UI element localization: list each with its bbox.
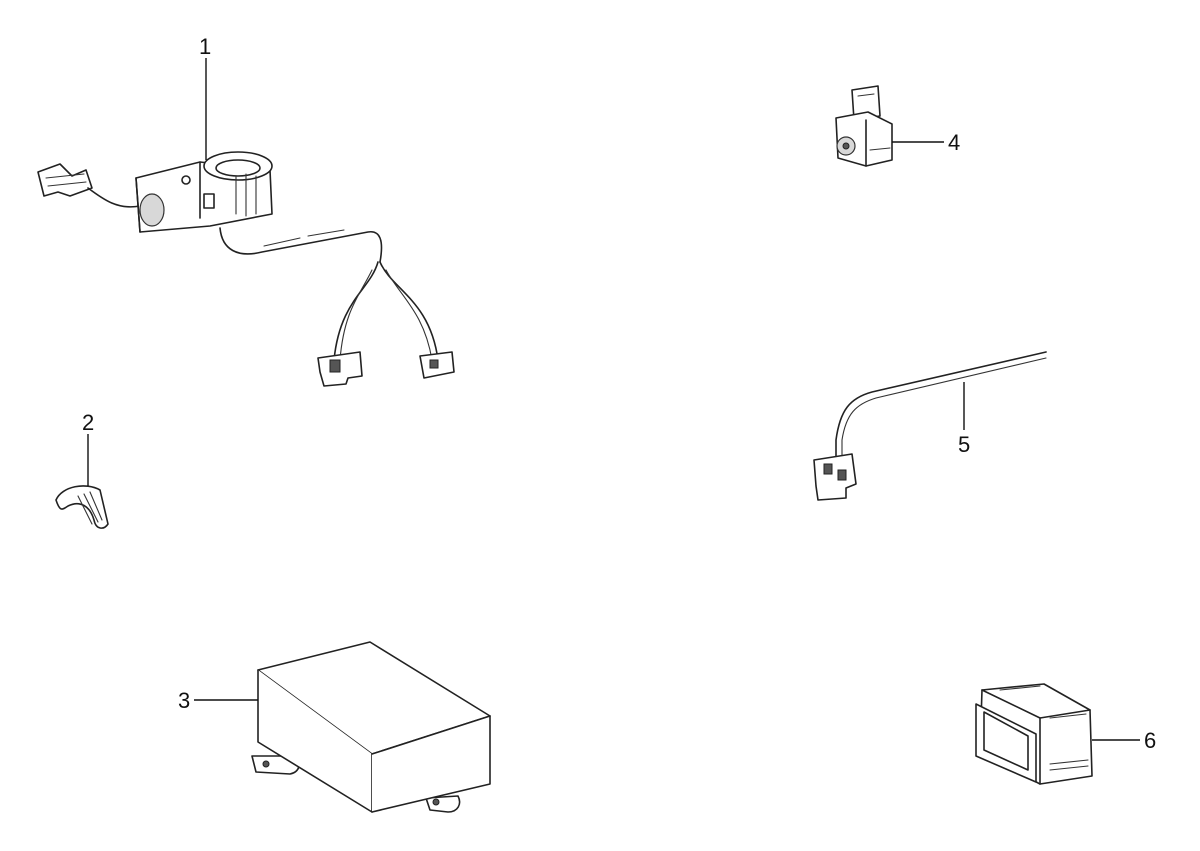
relay-icon — [975, 683, 1140, 785]
clip-icon — [55, 434, 109, 529]
part-3-label: 3 — [178, 688, 190, 713]
part-6-label: 6 — [1144, 728, 1156, 753]
switch-harness-icon — [37, 58, 455, 387]
sensor-icon — [835, 85, 944, 167]
control-box-icon — [194, 641, 491, 813]
part-4-label: 4 — [948, 130, 960, 155]
part-1-label: 1 — [199, 34, 211, 59]
part-2-label: 2 — [82, 410, 94, 435]
part-5-label: 5 — [958, 432, 970, 457]
wire-connector-icon — [813, 351, 1047, 501]
